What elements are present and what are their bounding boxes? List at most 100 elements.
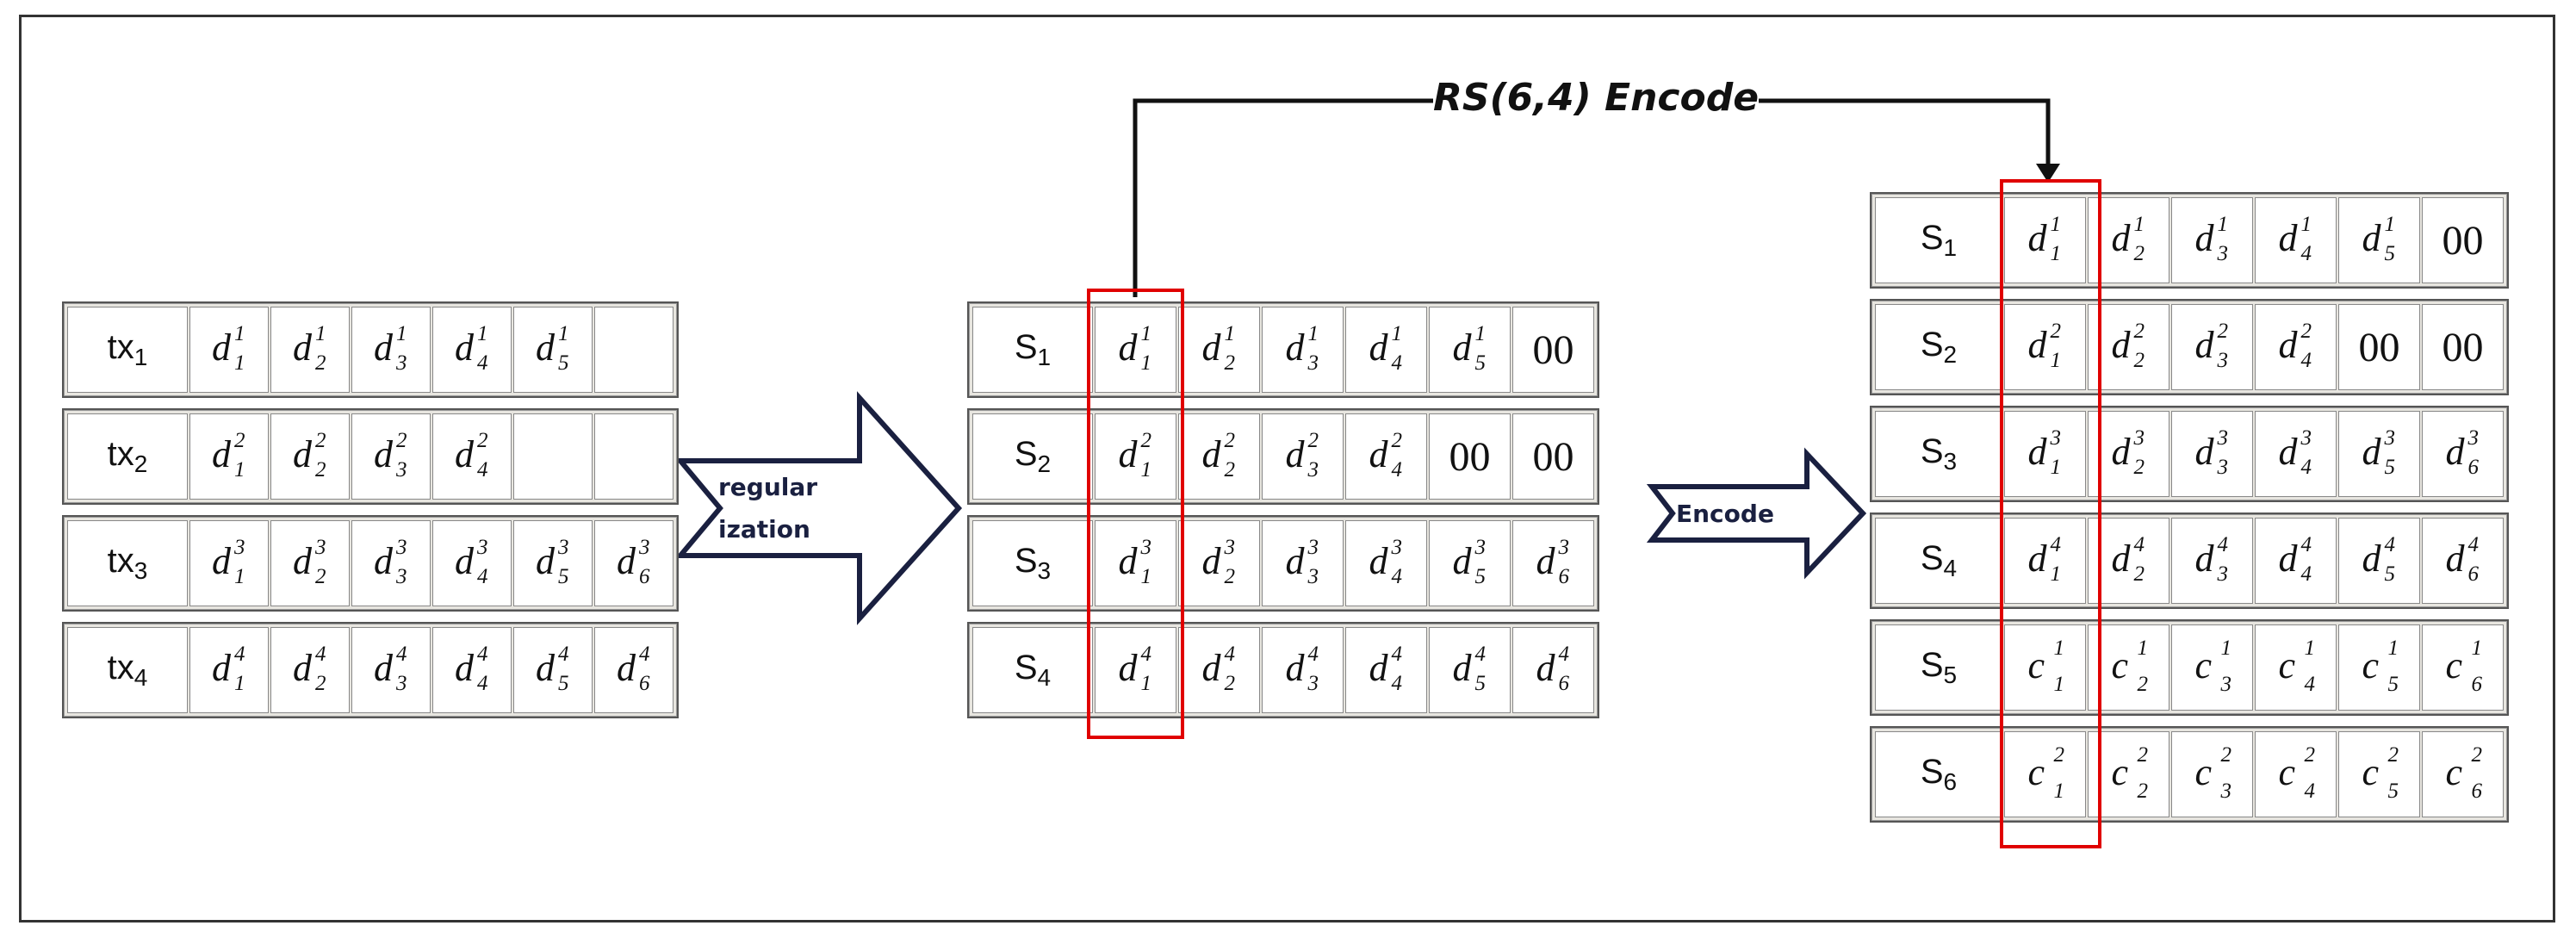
regularization-label-line2: ization [718,515,810,544]
row-label: S4 [972,627,1093,713]
row-label: S1 [1875,197,2002,283]
encode-label: Encode [1676,500,1774,528]
padding-zero: 00 [2442,217,2484,264]
row-label: S3 [1875,411,2002,497]
data-cell: 00 [1512,307,1594,393]
rs-encode-title: RS(6,4) Encode [1433,76,1760,120]
data-cell: 00 [1512,413,1594,500]
empty-cell [594,413,673,500]
row-label: S2 [1875,304,2002,390]
empty-cell [594,307,673,393]
data-cell: 00 [2422,304,2504,390]
row-label-text: S1 [1014,328,1052,370]
data-cell: 00 [2422,197,2504,283]
row-label: S1 [972,307,1093,393]
row-label-text: tx2 [107,435,148,477]
data-cell: 00 [2338,304,2420,390]
row-label: S6 [1875,731,2002,817]
padding-zero: 00 [2358,324,2400,370]
row-label-text: S3 [1014,542,1052,584]
row-label-text: S3 [1920,432,1958,475]
row-label: S3 [972,520,1093,606]
